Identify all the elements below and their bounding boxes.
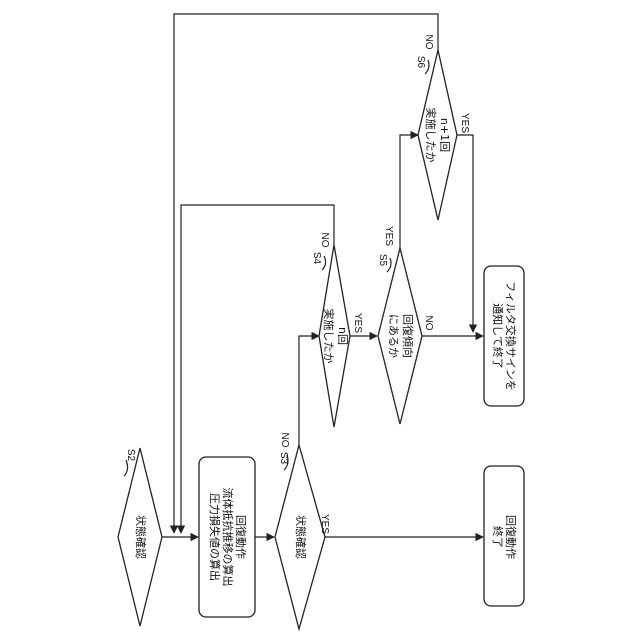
s3-no-label: NO (279, 433, 290, 448)
process-recovery-line2: 流体抵抗推移の算出 (221, 488, 235, 587)
end-recovery-line1: 回復動作 (504, 515, 518, 559)
s4-yes-label: YES (352, 313, 363, 333)
step-s4-line2: 実施したか (322, 309, 336, 364)
step-s3-text: 状態確認 (294, 515, 308, 559)
step-s5-line1: 回復傾向 (401, 314, 415, 358)
step-s6: n+1回 実施したか (418, 50, 457, 220)
step-s5-line2: にあるか (387, 314, 400, 358)
process-recovery: 回復動作 流体抵抗推移の算出 圧力損失値の算出 (199, 457, 255, 617)
step-s5-id: S5 (377, 254, 391, 272)
s4-no-label: NO (319, 233, 330, 248)
svg-text:S4: S4 (311, 252, 322, 265)
end-filter-line2: 通知して終了 (491, 303, 505, 369)
s6-yes-label: YES (459, 113, 470, 133)
s3-yes-label: YES (319, 514, 330, 534)
edge-s5-yes (400, 135, 418, 248)
end-recovery: 回復動作 終了 (484, 466, 524, 606)
step-s6-line2: 実施したか (424, 108, 438, 163)
step-s4-line1: n回 (336, 327, 349, 345)
step-s6-line1: n+1回 (438, 118, 451, 152)
step-s3-id: S3 (278, 452, 289, 470)
process-recovery-line3: 圧力損失値の算出 (208, 493, 222, 581)
svg-text:S6: S6 (415, 56, 426, 69)
step-s4: n回 実施したか (319, 245, 350, 427)
edge-s6-yes (457, 135, 473, 332)
edge-s3-no (299, 336, 319, 445)
step-s3: 状態確認 (275, 445, 325, 629)
svg-text:S2: S2 (125, 449, 136, 462)
step-s2-text: 状態確認 (134, 515, 148, 559)
svg-text:S5: S5 (377, 254, 388, 267)
s5-no-label: NO (423, 316, 434, 331)
svg-text:S3: S3 (278, 452, 289, 465)
step-s4-id: S4 (311, 252, 326, 270)
s5-yes-label: YES (383, 226, 394, 246)
s6-no-label: NO (423, 35, 434, 50)
step-s6-id: S6 (415, 56, 429, 74)
end-filter: フィルタ交換サインを 通知して終了 (484, 266, 524, 406)
step-s5: 回復傾向 にあるか (378, 248, 422, 424)
end-filter-line1: フィルタ交換サインを (504, 281, 518, 391)
process-recovery-line1: 回復動作 (234, 515, 248, 559)
end-recovery-line2: 終了 (491, 526, 505, 548)
